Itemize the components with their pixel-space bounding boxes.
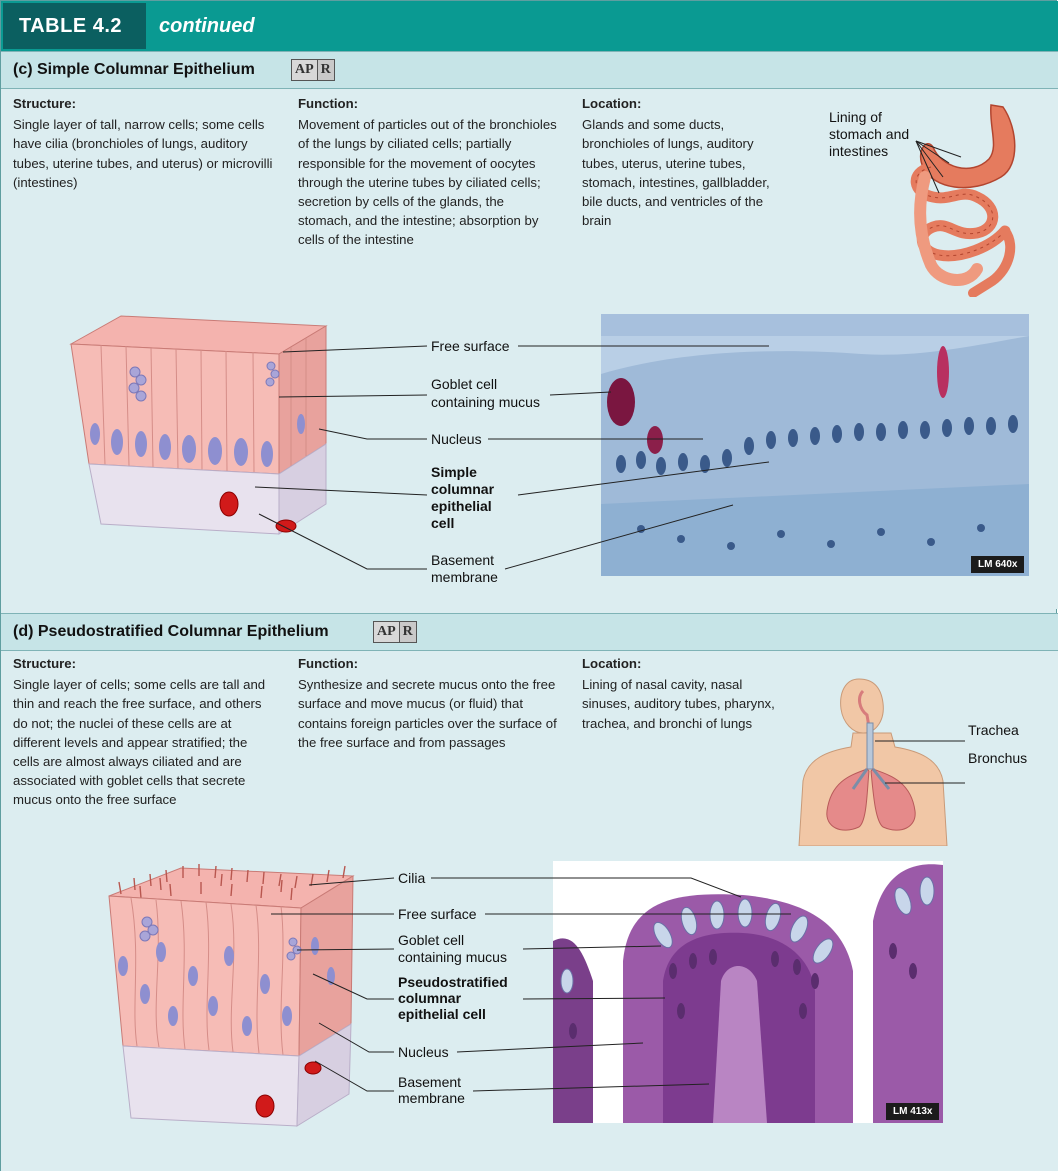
section-d-body: Structure: Single layer of cells; some c… [1,651,1058,1171]
label-basement-membrane-d-2: membrane [398,1090,465,1106]
micrograph-pseudostratified [553,861,943,1123]
label-bronchus: Bronchus [968,750,1028,766]
label-nucleus-d: Nucleus [398,1044,449,1060]
label-goblet-cell-d-2: containing mucus [398,949,507,965]
label-basement-membrane: Basement [431,552,495,568]
label-simple-columnar-cell-4: cell [431,515,455,531]
section-d-title-bar: (d) Pseudostratified Columnar Epithelium… [1,613,1058,651]
section-c-location: Location: Glands and some ducts, bronchi… [582,96,770,229]
table-header: TABLE 4.2 continued [1,1,1058,51]
label-pseudostratified-cell-3: epithelial cell [398,1006,486,1022]
section-c-structure: Structure: Single layer of tall, narrow … [13,96,273,190]
table-continued: continued [159,15,255,37]
label-pseudostratified-cell-2: columnar [398,990,462,1006]
section-c-title: (c) Simple Columnar Epithelium [13,61,255,78]
label-simple-columnar-cell-3: epithelial [431,498,492,514]
section-d-structure: Structure: Single layer of cells; some c… [13,656,266,808]
label-free-surface-d: Free surface [398,906,477,922]
table-number: TABLE 4.2 [3,3,146,49]
magnification-c: LM 640x [971,556,1025,573]
section-c-body: Structure: Single layer of tall, narrow … [1,89,1058,609]
section-c-leader-lines [254,345,770,570]
section-d-function: Function: Synthesize and secrete mucus o… [298,656,557,750]
section-c-function: Function: Movement of particles out of t… [298,96,557,248]
label-goblet-cell-2: containing mucus [431,394,540,410]
section-d-location: Location: Lining of nasal cavity, nasal … [582,656,775,731]
label-goblet-cell-d: Goblet cell [398,932,465,948]
label-simple-columnar-cell-2: columnar [431,481,495,497]
stomach-intestines-illustration [910,104,1016,297]
label-basement-membrane-2: membrane [431,569,498,585]
section-d-leader-lines [271,877,791,1092]
label-goblet-cell: Goblet cell [431,376,498,392]
torso-respiratory-illustration [798,678,965,846]
label-pseudostratified-cell: Pseudostratified [398,974,508,990]
simple-columnar-diagram [69,315,328,535]
magnification-d: LM 413x [886,1103,940,1120]
micrograph-simple-columnar [601,314,1029,576]
label-basement-membrane-d: Basement [398,1074,462,1090]
section-d-title: (d) Pseudostratified Columnar Epithelium [13,623,329,640]
label-simple-columnar-cell: Simple [431,464,477,480]
label-nucleus: Nucleus [431,431,482,447]
label-cilia: Cilia [398,870,426,886]
organ-label-stomach: Lining of stomach and intestines [829,109,910,159]
label-free-surface: Free surface [431,338,510,354]
pseudostratified-diagram [108,864,355,1127]
label-trachea: Trachea [968,722,1019,738]
